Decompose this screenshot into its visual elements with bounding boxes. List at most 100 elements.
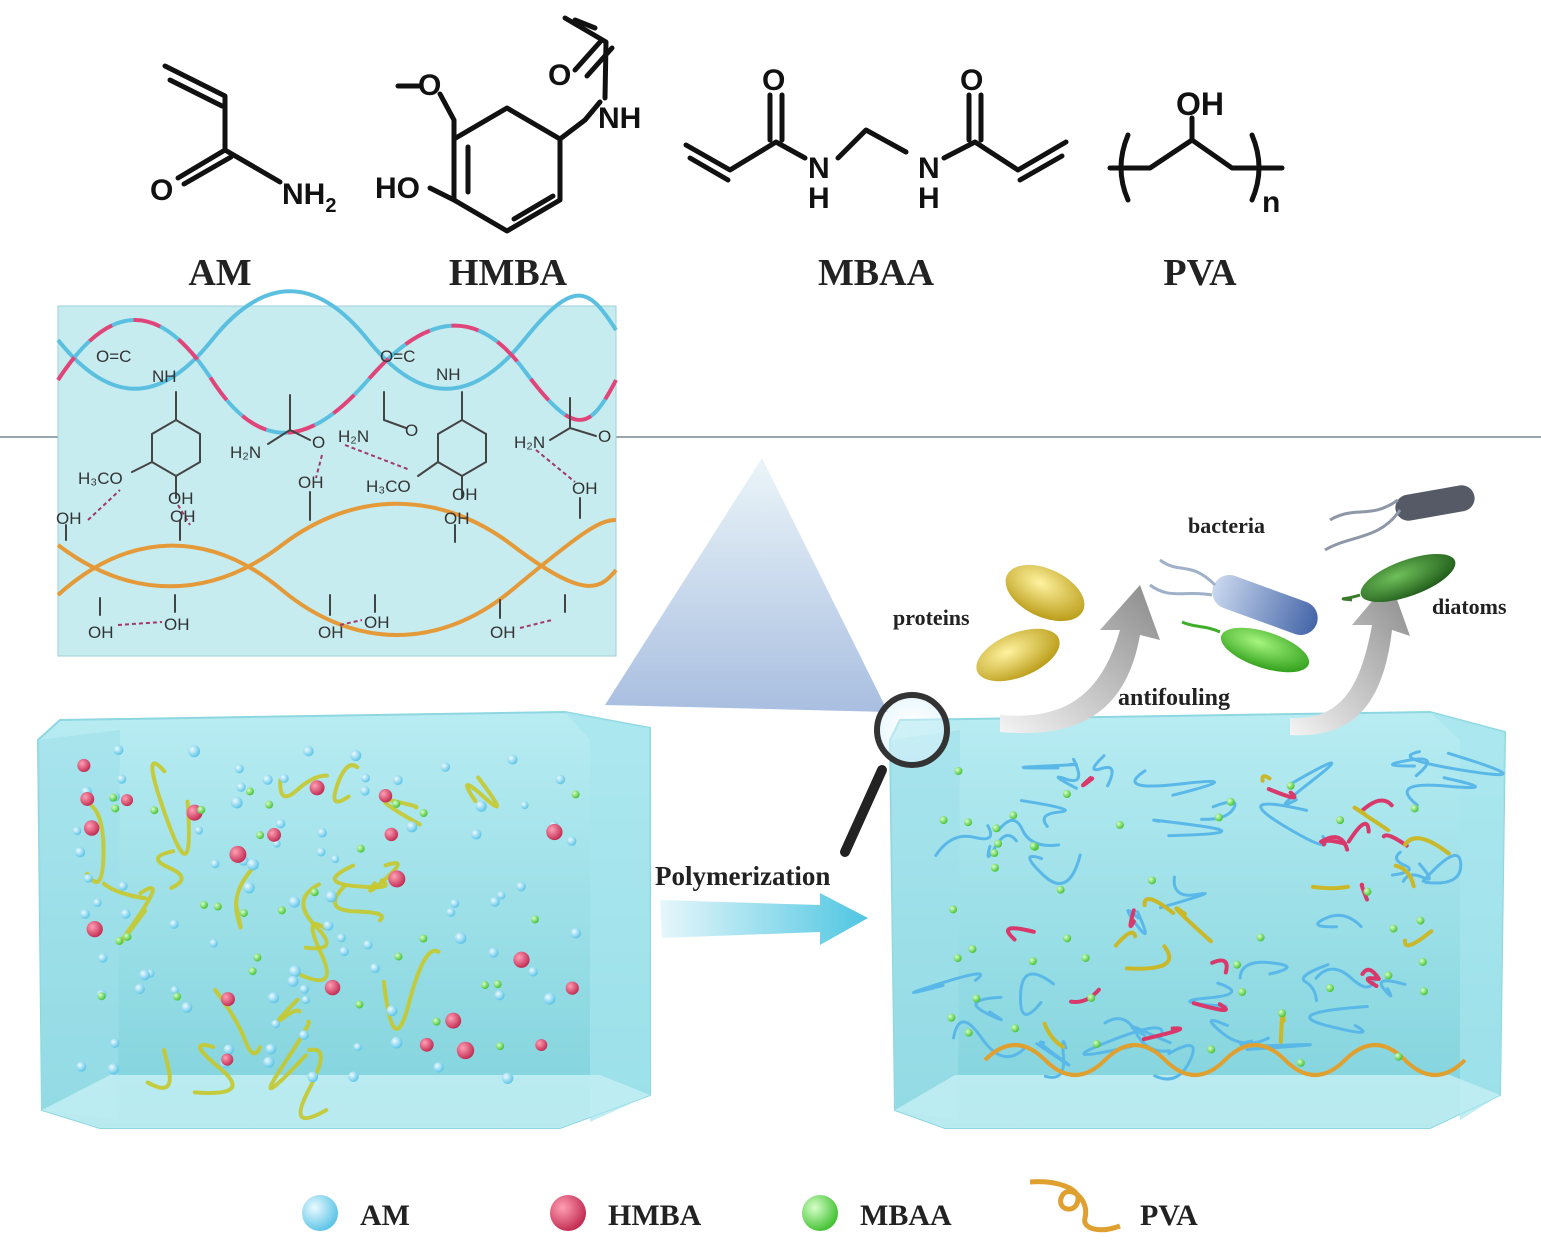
am-monomer [316,847,326,857]
am-monomer [210,859,220,869]
am-monomer [194,826,204,835]
mbaa-monomer [496,1042,505,1051]
pva-strand [1352,805,1391,833]
bacteria-label: bacteria [1188,513,1265,538]
am-polymer-strand [1043,1039,1068,1079]
mbaa-crosslink [1056,885,1065,894]
am-monomer [307,1071,319,1083]
mbaa-structure: O O N H N H MBAA [683,64,1069,294]
mbaa-sphere-icon [802,1195,838,1231]
pva-strand [1142,896,1176,916]
am-monomer [516,881,526,892]
mbaa-crosslink [1419,987,1428,996]
mbaa-monomer [419,934,428,943]
mbaa-crosslink [1416,916,1425,925]
am-monomer [350,749,362,762]
am-monomer [97,953,108,963]
hmba-chain [56,318,618,435]
legend-item-pva: PVA [1029,1179,1198,1233]
polymerization-label: Polymerization [655,861,830,891]
am-monomer [494,990,505,1001]
mbaa-crosslink [939,816,948,825]
diatoms-label: diatoms [1432,594,1507,619]
mbaa-monomer [310,888,319,897]
inset-label: OH [452,485,478,504]
mbaa-monomer [480,981,489,990]
am-monomer [336,933,346,943]
inset-label: O [598,427,611,446]
mbaa-crosslink [1081,953,1090,962]
pva-strand [150,761,191,856]
inset-label: O=C [96,347,131,366]
pva-strand [1393,863,1416,889]
am-polymer-strand [1200,800,1237,821]
mbaa-crosslink [1418,957,1427,966]
mbaa-monomer [173,992,182,1001]
am-monomer [117,774,127,784]
mbaa-monomer [392,799,401,808]
pva-strand [278,773,330,799]
am-monomer [501,1072,514,1084]
mbaa-monomer [530,915,539,924]
mbaa-crosslink [990,849,999,858]
am-polymer-strand [1421,853,1463,885]
mbaa-o-right: O [960,64,983,97]
mbaa-monomer [432,1017,441,1026]
protein-icons [976,564,1085,682]
hmba-segment [1360,798,1394,813]
mbaa-monomer [265,800,274,809]
diatom-icons [1181,553,1456,673]
diatom-icon [1220,627,1310,673]
hmba-segment [1128,908,1136,929]
mbaa-crosslink [972,994,981,1003]
inset-label: OH [318,623,344,642]
mbaa-crosslink [968,945,977,954]
pva-strand [1260,774,1272,783]
inset-label: OH [164,615,190,634]
pva-chain-2 [56,518,617,637]
am-monomer [433,1062,444,1073]
am-monomer [139,969,150,981]
am-monomer [120,908,131,919]
am-monomer [118,881,128,891]
pva-strand [192,1043,235,1095]
legend-label-am: AM [360,1199,410,1232]
mbaa-monomer [394,952,403,961]
pva-chain-icon [1029,1179,1121,1233]
am-monomer [267,992,280,1004]
am-monomer [265,1043,277,1055]
pva-strand [268,1019,311,1091]
inset-label: OH [444,509,470,528]
am-nh2-atom: NH2 [282,178,336,217]
pva-strand [1403,836,1451,856]
hmba-monomer [83,820,100,836]
am-monomer [170,986,179,995]
protein-icon [976,628,1060,682]
hmba-segment [1006,926,1036,942]
hmba-monomer [445,1012,462,1029]
pva-strand [382,798,422,827]
am-polymer-strand [986,833,1018,858]
mbaa-crosslink [990,863,999,872]
mbaa-crosslink [1384,971,1393,980]
hmba-nh-group: NH [598,102,641,135]
am-monomer [317,827,327,838]
inset-label: O [405,421,418,440]
pva-structure: OH n PVA [1107,86,1285,294]
hmba-monomer [86,921,103,938]
am-monomer [271,1019,280,1029]
pva-repeat-n: n [1262,186,1280,219]
hmba-monomer [456,1041,475,1060]
inset-label: OH [572,479,598,498]
mbaa-monomer [248,967,257,976]
am-polymer-strand [974,995,1003,1022]
inset-label: OH [56,509,82,528]
am-monomer [386,1005,398,1017]
am-polymer-strand [1316,913,1363,929]
am-monomer [110,1038,120,1048]
pva-strand [233,863,258,930]
hmba-segment [1321,838,1348,847]
am-monomer [353,1042,362,1052]
am-polymer-strand [934,824,993,857]
mbaa-monomer [277,906,286,915]
